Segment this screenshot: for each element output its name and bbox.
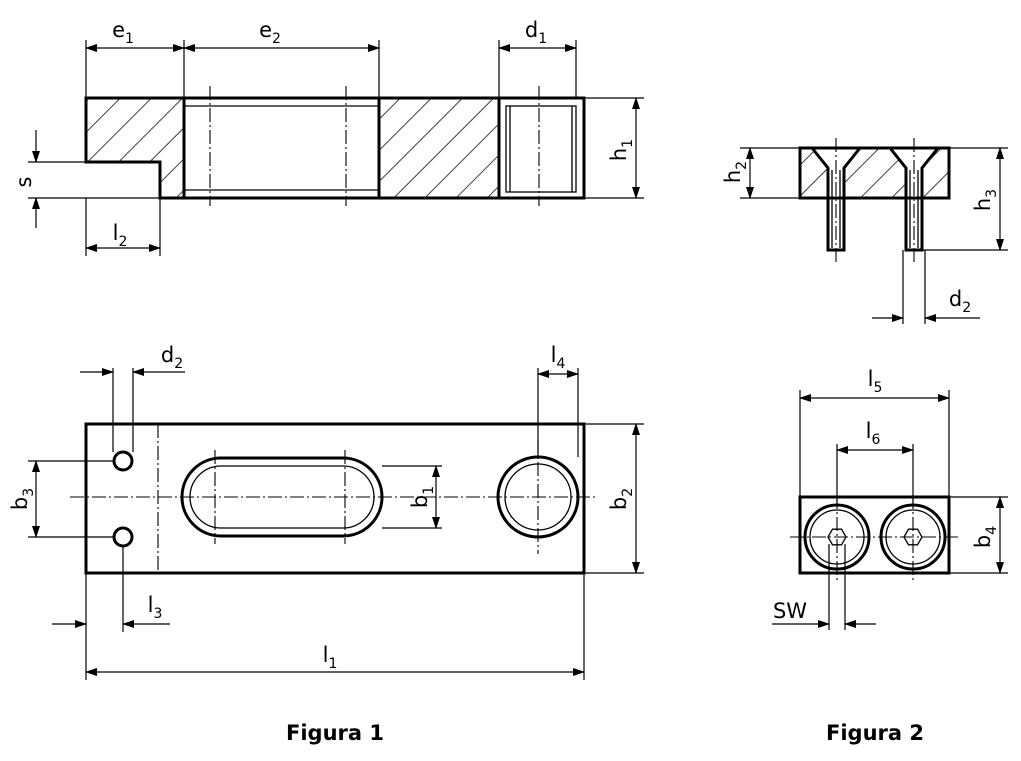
label-l5: l5 [868, 367, 883, 396]
label-b1: b1 [408, 486, 437, 508]
clamp-body-outline [798, 146, 951, 200]
label-l4: l4 [551, 343, 566, 372]
pin-hole-top [112, 450, 134, 472]
label-s: s [12, 177, 36, 188]
slot-outer [180, 456, 384, 538]
label-d2-side: d2 [949, 287, 971, 316]
label-b3: b3 [8, 488, 37, 510]
fig1-top-view [28, 368, 644, 680]
hex-socket-left [827, 528, 847, 546]
label-l3: l3 [148, 593, 163, 622]
fig1-section-view [28, 40, 644, 256]
label-e1: e1 [112, 18, 134, 47]
fig2-top-view [772, 390, 1008, 630]
label-h2: h2 [721, 161, 750, 183]
label-l2: l2 [113, 221, 128, 250]
caption-figure-2: Figura 2 [826, 721, 924, 745]
label-sw: SW [773, 599, 807, 623]
section-hatch-left [86, 98, 184, 198]
clamp-top-outline [798, 495, 951, 575]
pin-hole-bottom [112, 526, 134, 548]
label-d2-top: d2 [161, 343, 183, 372]
label-l1: l1 [323, 643, 338, 672]
label-b2: b2 [607, 488, 636, 510]
label-b4: b4 [971, 526, 1000, 548]
label-h1: h1 [607, 139, 636, 161]
label-h3: h3 [971, 189, 1000, 211]
label-d1: d1 [525, 18, 547, 47]
threaded-bore-section [505, 105, 577, 193]
top-view-outline [84, 422, 586, 575]
fig2-side-view [740, 138, 1008, 324]
label-l6: l6 [866, 419, 881, 448]
slot-inner [189, 465, 375, 529]
label-e2: e2 [259, 18, 281, 47]
section-hatch-middle [379, 98, 499, 198]
caption-figure-1: Figura 1 [286, 721, 384, 745]
